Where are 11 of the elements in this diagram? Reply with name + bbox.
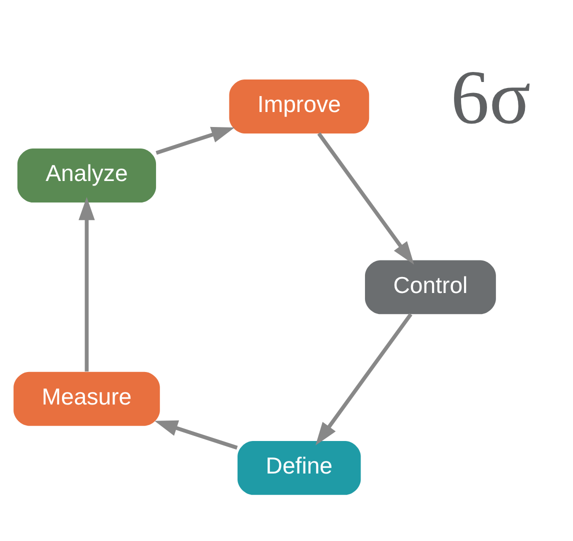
arrow: [316, 312, 412, 445]
node-box: Define: [238, 440, 361, 494]
node-box: Improve: [229, 79, 370, 133]
arrow: [156, 126, 235, 154]
node-box: Measure: [14, 371, 160, 426]
node-box: Analyze: [17, 148, 156, 202]
arrow: [78, 196, 95, 371]
node-box: Control: [364, 260, 496, 314]
arrow: [317, 132, 414, 264]
arrow: [154, 420, 238, 450]
label: 6σ: [450, 53, 531, 140]
